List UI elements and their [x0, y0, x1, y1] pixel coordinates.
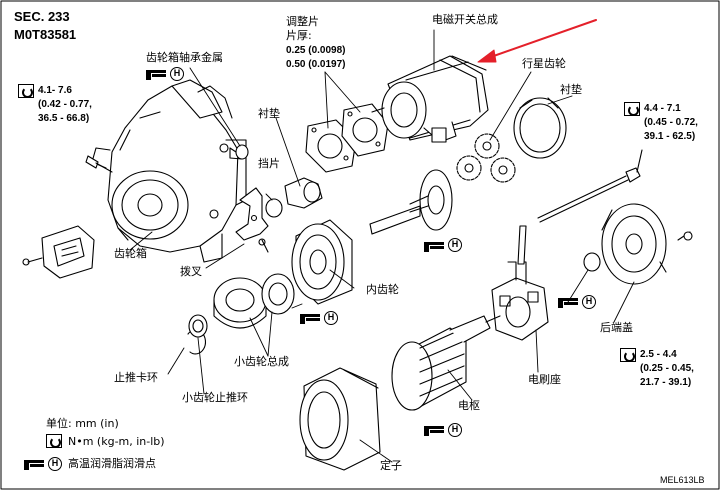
label-brush-holder: 电刷座 — [528, 373, 561, 386]
shift-fork-drawing — [235, 187, 269, 253]
label-shift-fork: 拨叉 — [180, 265, 202, 278]
leader-lines — [129, 29, 635, 463]
figure-id: M0T83581 — [14, 27, 77, 42]
torque-left-line2: (0.42 - 0.77, — [38, 99, 92, 110]
high-temp-h-icon: H — [48, 457, 62, 471]
legend-unit: 单位: mm (in) — [46, 417, 119, 430]
label-stopper: 挡片 — [258, 157, 280, 170]
rings-drawing — [187, 314, 208, 355]
torque-right-top-line1: 4.4 - 7.1 — [644, 103, 681, 114]
label-pinion-stopper: 小齿轮止推环 — [182, 391, 248, 404]
torque-wrench-icon — [624, 102, 640, 116]
shim-ring-drawing — [513, 97, 567, 159]
label-pinion-assembly: 小齿轮总成 — [234, 355, 289, 368]
red-arrow — [477, 19, 597, 63]
torque-wrench-icon — [46, 434, 62, 448]
torque-right-top-line2: (0.45 - 0.72, — [644, 117, 698, 128]
grease-point-icon — [558, 296, 578, 308]
grease-point-icon — [24, 458, 44, 470]
legend-torque-unit: N•m (kg-m, in-lb) — [68, 435, 165, 448]
torque-right-bottom-line1: 2.5 - 4.4 — [640, 349, 677, 360]
torque-left-line3: 36.5 - 66.8) — [38, 113, 90, 124]
grease-point-icon — [300, 312, 320, 324]
pinion-assembly-drawing — [213, 273, 295, 329]
label-solenoid: 电磁开关总成 — [432, 13, 498, 26]
grease-point-icon — [424, 424, 444, 436]
planetary-gears-drawing — [456, 133, 516, 183]
solenoid-drawing — [371, 55, 489, 143]
high-temp-h-icon: H — [170, 67, 184, 81]
bracket-drawing — [22, 225, 95, 279]
legend-grease: 高温润滑脂润滑点 — [68, 457, 156, 470]
yoke-drawing — [299, 367, 381, 471]
high-temp-h-icon: H — [582, 295, 596, 309]
high-temp-h-icon: H — [448, 238, 462, 252]
label-yoke: 定子 — [380, 459, 402, 472]
grease-point-icon — [146, 68, 166, 80]
bolt-left — [85, 155, 113, 173]
torque-right-bottom-line3: 21.7 - 39.1) — [640, 377, 692, 388]
thickness-value-1: 0.25 (0.0098) — [286, 45, 346, 56]
label-thickness: 片厚: — [286, 29, 312, 42]
figure-code: MEL613LB — [660, 475, 705, 485]
armature-drawing — [391, 315, 501, 411]
label-rear-cover: 后端盖 — [600, 321, 633, 334]
gear-case-drawing — [91, 79, 247, 263]
label-shim-right: 衬垫 — [560, 83, 582, 96]
shim-plates-drawing — [305, 103, 389, 173]
thickness-value-2: 0.50 (0.0197) — [286, 59, 346, 70]
grease-point-icon — [424, 240, 444, 252]
label-internal-gear: 内齿轮 — [366, 283, 399, 296]
label-snap-ring: 止推卡环 — [114, 371, 158, 384]
label-planetary-gear: 行星齿轮 — [522, 57, 566, 70]
torque-right-top-line3: 39.1 - 62.5) — [644, 131, 696, 142]
through-bolt-drawing — [537, 149, 643, 223]
high-temp-h-icon: H — [448, 423, 462, 437]
label-gear-case-bushing: 齿轮箱轴承金属 — [146, 51, 223, 64]
label-shim-mid: 衬垫 — [258, 107, 280, 120]
torque-right-bottom-line2: (0.25 - 0.45, — [640, 363, 694, 374]
stopper-drawing — [265, 177, 323, 218]
washer-drawing — [583, 252, 601, 272]
bushing-drawing — [229, 144, 249, 160]
high-temp-h-icon: H — [324, 311, 338, 325]
label-adjust-shim: 调整片 — [286, 15, 319, 28]
torque-wrench-icon — [18, 84, 34, 98]
torque-wrench-icon — [620, 348, 636, 362]
output-shaft-drawing — [369, 169, 453, 235]
label-armature: 电枢 — [458, 399, 480, 412]
internal-gear-drawing — [291, 219, 353, 305]
rear-cover-drawing — [601, 203, 693, 285]
torque-left-line1: 4.1- 7.6 — [38, 85, 72, 96]
brush-holder-drawing — [491, 225, 549, 341]
section-number: SEC. 233 — [14, 9, 70, 24]
label-gear-case: 齿轮箱 — [114, 247, 147, 260]
